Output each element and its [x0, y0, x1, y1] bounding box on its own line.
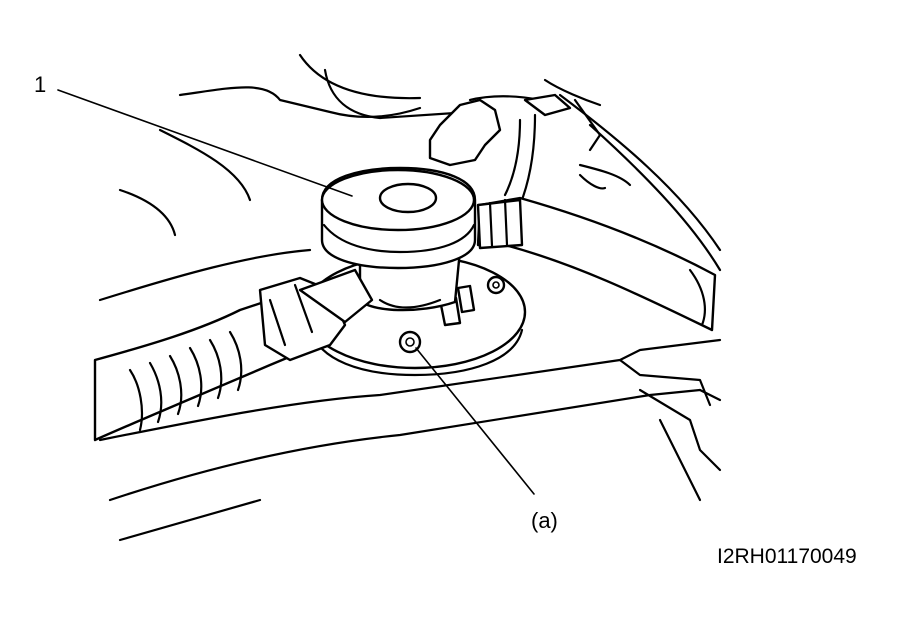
body-panel-lines [98, 53, 722, 302]
right-hose [476, 196, 717, 332]
part-callout-number: 1 [34, 72, 47, 97]
leader-line-bolt-a [415, 347, 535, 495]
left-hose [93, 268, 374, 442]
leader-line-part-1 [57, 89, 353, 197]
tank-floor-outline [98, 338, 722, 542]
bolt-callout-label: (a) [531, 508, 558, 533]
figure-code: I2RH01170049 [717, 545, 857, 568]
valve-body [320, 166, 477, 312]
